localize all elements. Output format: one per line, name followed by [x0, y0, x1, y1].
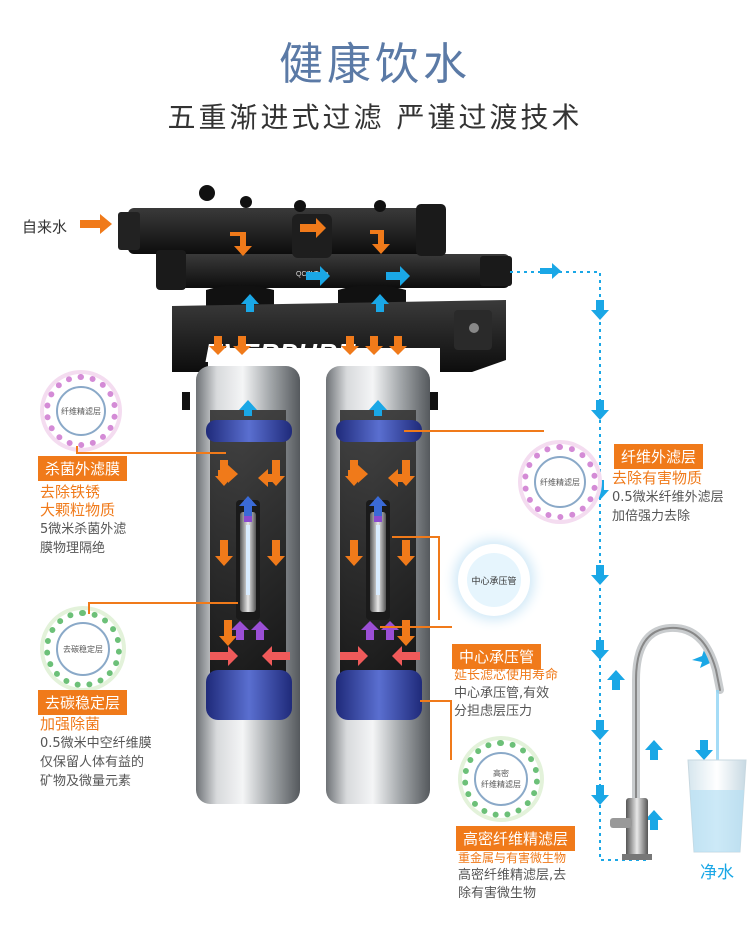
leader-line	[88, 604, 90, 614]
carbon-layer-title: 去碳稳定层	[38, 690, 128, 715]
center-pipe-desc-2: 分担虑层压力	[454, 704, 533, 719]
leader-line	[450, 700, 452, 760]
inlet-label: 自来水	[22, 218, 68, 236]
center-pipe-highlight: 延长滤芯使用寿命	[454, 668, 559, 683]
high-density-highlight: 重金属与有害微生物	[458, 851, 567, 865]
outlet-label: 净水	[700, 863, 734, 883]
leader-line	[76, 452, 226, 454]
leader-line	[392, 536, 440, 538]
fiber-outer-desc-1: 0.5微米纤维外滤层	[612, 490, 724, 505]
high-density-circle-icon: 高密 纤维精滤层	[462, 740, 540, 818]
circle-label: 去碳稳定层	[56, 622, 110, 676]
leader-line	[88, 602, 238, 604]
fiber-outer-title: 纤维外滤层	[614, 444, 704, 469]
circle-label-line-1: 高密	[493, 769, 509, 778]
carbon-desc-2: 仅保留人体有益的	[40, 755, 145, 770]
sterilizing-highlight-1: 去除铁锈	[40, 483, 101, 501]
page-subtitle: 五重渐进式过滤 严谨过渡技术	[167, 101, 583, 134]
incoming-flow-arrows	[80, 214, 415, 646]
leader-line	[380, 626, 452, 628]
center-pipe-desc-1: 中心承压管,有效	[454, 686, 550, 701]
water-path-arrows	[591, 300, 713, 830]
mounting-bracket: EVERPURE	[172, 300, 506, 410]
high-density-desc-1: 高密纤维精滤层,去	[458, 868, 567, 883]
circle-label-line-2: 纤维精滤层	[481, 780, 521, 789]
carbon-layer-circle-icon: 去碳稳定层	[44, 610, 122, 688]
high-density-desc-2: 除有害微生物	[458, 886, 537, 901]
inner-flow-arrows	[210, 496, 420, 666]
brand-logo: EVERPURE	[205, 338, 356, 368]
center-pipe-circle-icon: 中心承压管	[458, 544, 530, 616]
leader-line	[76, 446, 78, 454]
carbon-highlight: 加强除菌	[40, 715, 101, 733]
faucet	[610, 623, 724, 860]
leader-line	[438, 536, 440, 620]
circle-label: 纤维精滤层	[534, 456, 586, 508]
fiber-outer-circle-icon: 纤维精滤层	[522, 444, 598, 520]
sterilizing-membrane-title: 杀菌外滤膜	[38, 456, 128, 481]
leader-line	[404, 430, 544, 432]
filter-housing-left	[196, 366, 300, 804]
carbon-desc-1: 0.5微米中空纤维膜	[40, 736, 152, 751]
fiber-filter-circle-icon: 纤维精滤层	[44, 374, 118, 448]
sterilizing-desc-2: 膜物理隔绝	[40, 541, 106, 556]
fiber-outer-highlight: 去除有害物质	[612, 469, 703, 487]
circle-label: 纤维精滤层	[56, 386, 106, 436]
sterilizing-desc-1: 5微米杀菌外滤	[40, 522, 127, 537]
filtered-flow-arrows	[239, 263, 561, 416]
carbon-desc-3: 矿物及微量元素	[40, 774, 132, 789]
leader-line	[420, 700, 452, 702]
sterilizing-highlight-2: 大颗粒物质	[40, 501, 116, 519]
page-title: 健康饮水	[279, 39, 471, 90]
fiber-outer-desc-2: 加倍强力去除	[612, 509, 691, 524]
water-glass	[687, 759, 747, 853]
circle-label: 中心承压管	[467, 553, 521, 607]
high-density-title: 高密纤维精滤层	[456, 826, 576, 851]
head-manifold: QC7I Twin	[118, 185, 512, 310]
center-pipe-title: 中心承压管	[452, 644, 542, 669]
